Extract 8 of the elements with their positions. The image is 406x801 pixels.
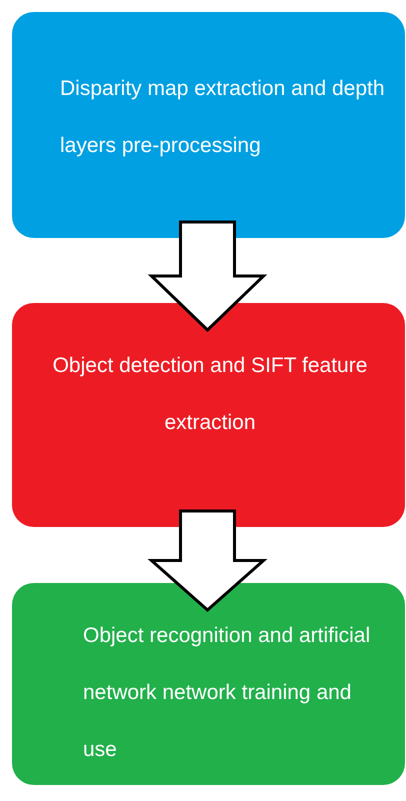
process-box xyxy=(12,583,405,785)
step-text: Disparity map extraction and depth layers pre-processing xyxy=(60,76,386,159)
step-text: Object recognition and artificial network network training and use xyxy=(83,623,372,763)
step-text: Object detection and SIFT feature extraction xyxy=(52,353,368,436)
process-box xyxy=(12,12,405,238)
process-box xyxy=(12,303,405,527)
block-arrow xyxy=(148,220,268,332)
block-arrow xyxy=(148,510,268,612)
